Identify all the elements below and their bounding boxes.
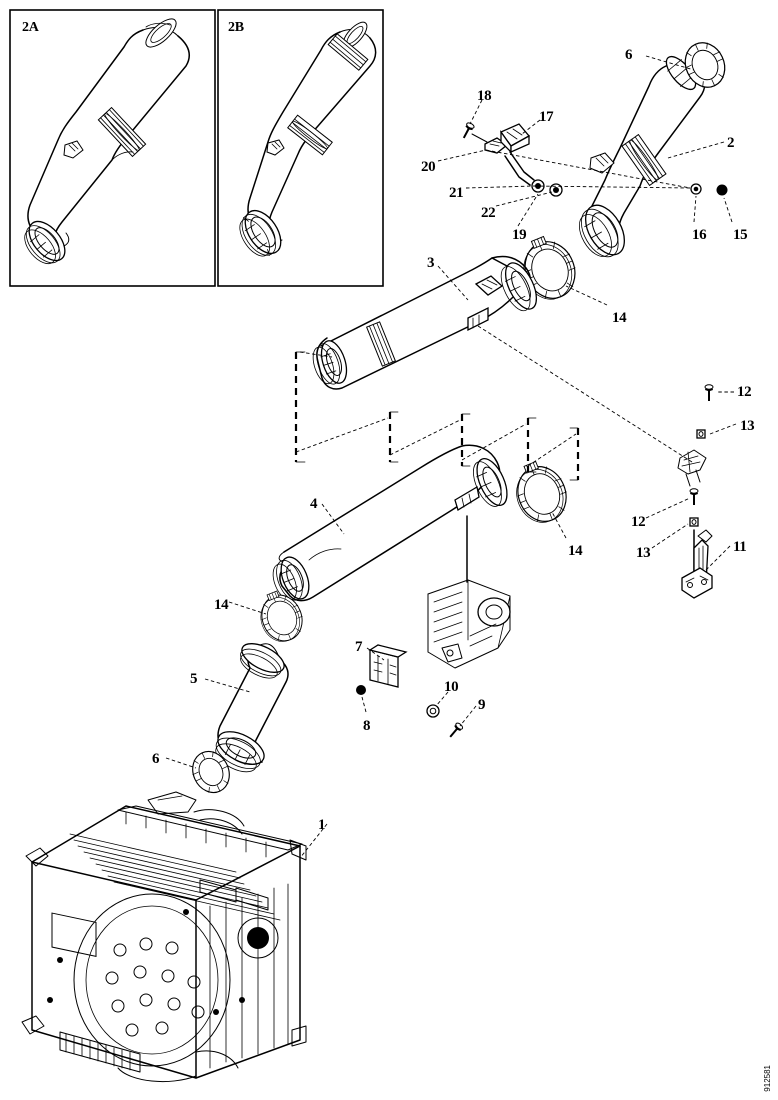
callout-7: 7: [355, 639, 363, 655]
callout-20: 20: [421, 159, 436, 175]
callout-5: 5: [190, 671, 198, 687]
callout-10: 10: [444, 679, 459, 695]
callout-14-c: 14: [214, 597, 229, 613]
part-4-lower-pipe: [272, 444, 508, 602]
callout-9: 9: [478, 697, 486, 713]
callout-6-top: 6: [625, 47, 633, 63]
callout-14-a: 14: [612, 310, 627, 326]
callout-16: 16: [692, 227, 707, 243]
callout-15: 15: [733, 227, 748, 243]
part-1-aftertreatment-muffler: [21, 791, 307, 1083]
inset-label-2B: 2B: [228, 20, 244, 35]
callout-8: 8: [363, 718, 371, 734]
assembly-reference-lines: [294, 325, 693, 481]
part-11-support-bracket: [681, 529, 713, 599]
callout-3: 3: [427, 255, 435, 271]
engine-mount-bracket: [427, 515, 511, 669]
part-8-bolt: [356, 685, 366, 695]
part-9-bolt: [446, 721, 465, 740]
callout-1: 1: [318, 817, 326, 833]
inset-box-2A: [9, 9, 216, 287]
callout-18: 18: [477, 88, 492, 104]
inset-box-2B: [217, 9, 384, 287]
callout-12-top: 12: [737, 384, 752, 400]
callout-14-b: 14: [568, 543, 583, 559]
inset-2B-pipe: [239, 21, 377, 257]
callout-21: 21: [449, 185, 464, 201]
part-13-washer-top: [696, 429, 706, 439]
part-7-small-bracket: [368, 644, 408, 688]
part-3-intermediate-pipe: [312, 255, 538, 390]
part-17-sensor-bracket-group: [459, 121, 563, 197]
inset-label-2A: 2A: [22, 20, 39, 35]
bracket-joint-upper: [677, 449, 707, 487]
callout-17: 17: [539, 109, 554, 125]
part-12-bolt-lower: [689, 488, 699, 506]
callout-12-lower: 12: [631, 514, 646, 530]
inset-2A-pipe: [24, 18, 191, 265]
part-12-bolt-top: [704, 384, 714, 402]
callout-2: 2: [727, 135, 735, 151]
callout-22: 22: [481, 205, 496, 221]
part-14-vband-b: [508, 458, 575, 530]
part-15-nut: [716, 184, 728, 196]
part-5-connector-pipe: [215, 643, 289, 773]
part-10-washer: [426, 704, 440, 718]
drawing-number: 912581: [763, 1065, 772, 1092]
part-16-bolt: [690, 183, 702, 195]
part-13-washer-lower: [689, 517, 699, 527]
part-2-upper-elbow-pipe: [578, 55, 706, 258]
callout-leader-lines: [165, 55, 737, 859]
callout-13-top: 13: [740, 418, 755, 434]
callout-4: 4: [310, 496, 318, 512]
callout-6-bottom: 6: [152, 751, 160, 767]
callout-19: 19: [512, 227, 527, 243]
callout-13-lower: 13: [636, 545, 651, 561]
callout-11: 11: [733, 539, 747, 555]
